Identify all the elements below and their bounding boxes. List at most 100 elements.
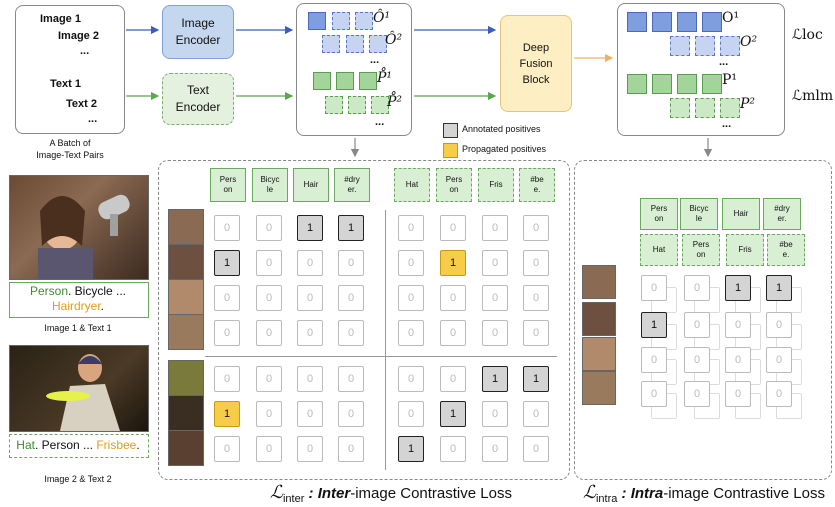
- example-text-1-content: Person. Bicycle ... Hairdryer.: [10, 284, 146, 314]
- intra-cell: 0: [641, 347, 667, 373]
- inter-row-thumb-1: [168, 244, 204, 280]
- feature-o1-label: Ô¹: [373, 10, 391, 26]
- batch-item-ellipsis: ...: [80, 45, 90, 57]
- inter-cell: 0: [338, 366, 364, 392]
- feature-p-solid-2: [336, 72, 354, 90]
- inter-cell: 0: [440, 285, 466, 311]
- post-p-2: [652, 74, 672, 94]
- post-o2-label: O²: [740, 34, 758, 50]
- deep-fusion-block: Deep Fusion Block: [500, 15, 572, 112]
- inter-cell: 0: [398, 401, 424, 427]
- batch-item-text2: Text 2: [66, 98, 97, 110]
- post-p-ellipsis: ...: [722, 118, 732, 130]
- feature-o-solid-1: [308, 12, 326, 30]
- image-encoder: Image Encoder: [162, 5, 234, 59]
- intra-cell: 1: [766, 275, 792, 301]
- post-p-4: [702, 74, 722, 94]
- loss-loc-label: ℒloc: [792, 27, 823, 43]
- inter-cell: 0: [398, 320, 424, 346]
- ex2-word-end: .: [136, 438, 140, 452]
- inter-cell: 0: [440, 366, 466, 392]
- inter-cell: 0: [338, 285, 364, 311]
- inter-row-thumb-6: [168, 430, 204, 466]
- inter-cell: 0: [523, 285, 549, 311]
- post-o-2: [652, 12, 672, 32]
- intra-caption-bold: : Intra: [617, 485, 664, 502]
- feature-o-ellipsis: ...: [370, 54, 380, 66]
- inter-cell: 1: [482, 366, 508, 392]
- inter-cell: 1: [440, 401, 466, 427]
- inter-cell: 0: [256, 320, 282, 346]
- inter-token-set2-1: Pers on: [436, 168, 472, 202]
- inter-cell: 0: [523, 436, 549, 462]
- inter-caption-rest: -image Contrastive Loss: [350, 485, 512, 502]
- feature-p-solid-3: [359, 72, 377, 90]
- inter-cell: 0: [297, 366, 323, 392]
- inter-token-set2-3: #be e.: [519, 168, 555, 202]
- feature-p-light-3: [371, 96, 389, 114]
- inter-cell: 0: [398, 215, 424, 241]
- inter-caption-bold: : Inter: [304, 485, 351, 502]
- ex2-word-hat: Hat: [16, 438, 35, 452]
- post-o1-label: O¹: [722, 10, 740, 26]
- inter-divider-v: [385, 210, 386, 470]
- inter-cell: 0: [482, 320, 508, 346]
- inter-divider-h: [205, 356, 557, 357]
- inter-cell: 0: [482, 215, 508, 241]
- post-o-6: [695, 36, 715, 56]
- legend-annotated-label: Annotated positives: [462, 124, 541, 134]
- features-box-pre: [296, 3, 412, 136]
- ex1-word-person: Person: [29, 284, 68, 298]
- inter-row-thumb-2: [168, 279, 204, 315]
- inter-cell: 0: [256, 366, 282, 392]
- inter-cell: 0: [297, 401, 323, 427]
- example-text-2: [9, 434, 149, 458]
- feature-p-light-2: [348, 96, 366, 114]
- post-o-3: [677, 12, 697, 32]
- intra-row-thumb-1: [582, 302, 616, 336]
- intra-cell: 0: [641, 381, 667, 407]
- intra-cell: 0: [684, 275, 710, 301]
- post-p-7: [720, 98, 740, 118]
- intra-cell: 0: [725, 381, 751, 407]
- loss-mlm-label: ℒmlm: [792, 88, 834, 104]
- inter-cell: 0: [338, 320, 364, 346]
- example-label-2: Image 2 & Text 2: [44, 474, 112, 484]
- inter-cell: 1: [523, 366, 549, 392]
- inter-cell: 0: [523, 320, 549, 346]
- inter-cell: 0: [440, 436, 466, 462]
- feature-o-light-3: [322, 35, 340, 53]
- inter-cell: 0: [523, 250, 549, 276]
- example-image-1: [9, 175, 149, 280]
- inter-cell: 0: [482, 401, 508, 427]
- inter-token-set2-0: Hat: [394, 168, 430, 202]
- intra-caption-rest: -image Contrastive Loss: [663, 485, 825, 502]
- feature-o-light-2: [355, 12, 373, 30]
- inter-cell: 0: [398, 285, 424, 311]
- inter-cell: 0: [214, 215, 240, 241]
- inter-token-set1-1: Bicyc le: [252, 168, 288, 202]
- text-encoder: Text Encoder: [162, 73, 234, 125]
- feature-p2-label: P̊²: [387, 94, 403, 110]
- example-text-2-content: Hat. Person ... Frisbee.: [10, 438, 146, 452]
- inter-cell: 0: [482, 285, 508, 311]
- batch-caption: A Batch of Image-Text Pairs: [36, 138, 104, 160]
- intra-cell: 0: [725, 312, 751, 338]
- inter-panel: [158, 160, 570, 480]
- intra-caption: ℒintra : Intra-image Contrastive Loss: [583, 482, 825, 505]
- inter-cell: 0: [440, 320, 466, 346]
- intra-token-set2-1: Pers on: [682, 234, 720, 266]
- intra-panel: [574, 160, 832, 480]
- inter-cell: 0: [214, 436, 240, 462]
- ex2-word-frisbee: Frisbee: [96, 438, 137, 452]
- inter-row-thumb-5: [168, 395, 204, 431]
- batch-item-image1: Image 1: [40, 13, 81, 25]
- inter-cell: 0: [338, 250, 364, 276]
- inter-caption-sym: ℒ: [270, 482, 283, 503]
- inter-cell: 1: [214, 250, 240, 276]
- post-p-1: [627, 74, 647, 94]
- inter-cell: 0: [297, 320, 323, 346]
- example-image-2: [9, 345, 149, 432]
- intra-row-thumb-3: [582, 371, 616, 405]
- example-label-1: Image 1 & Text 1: [44, 323, 112, 333]
